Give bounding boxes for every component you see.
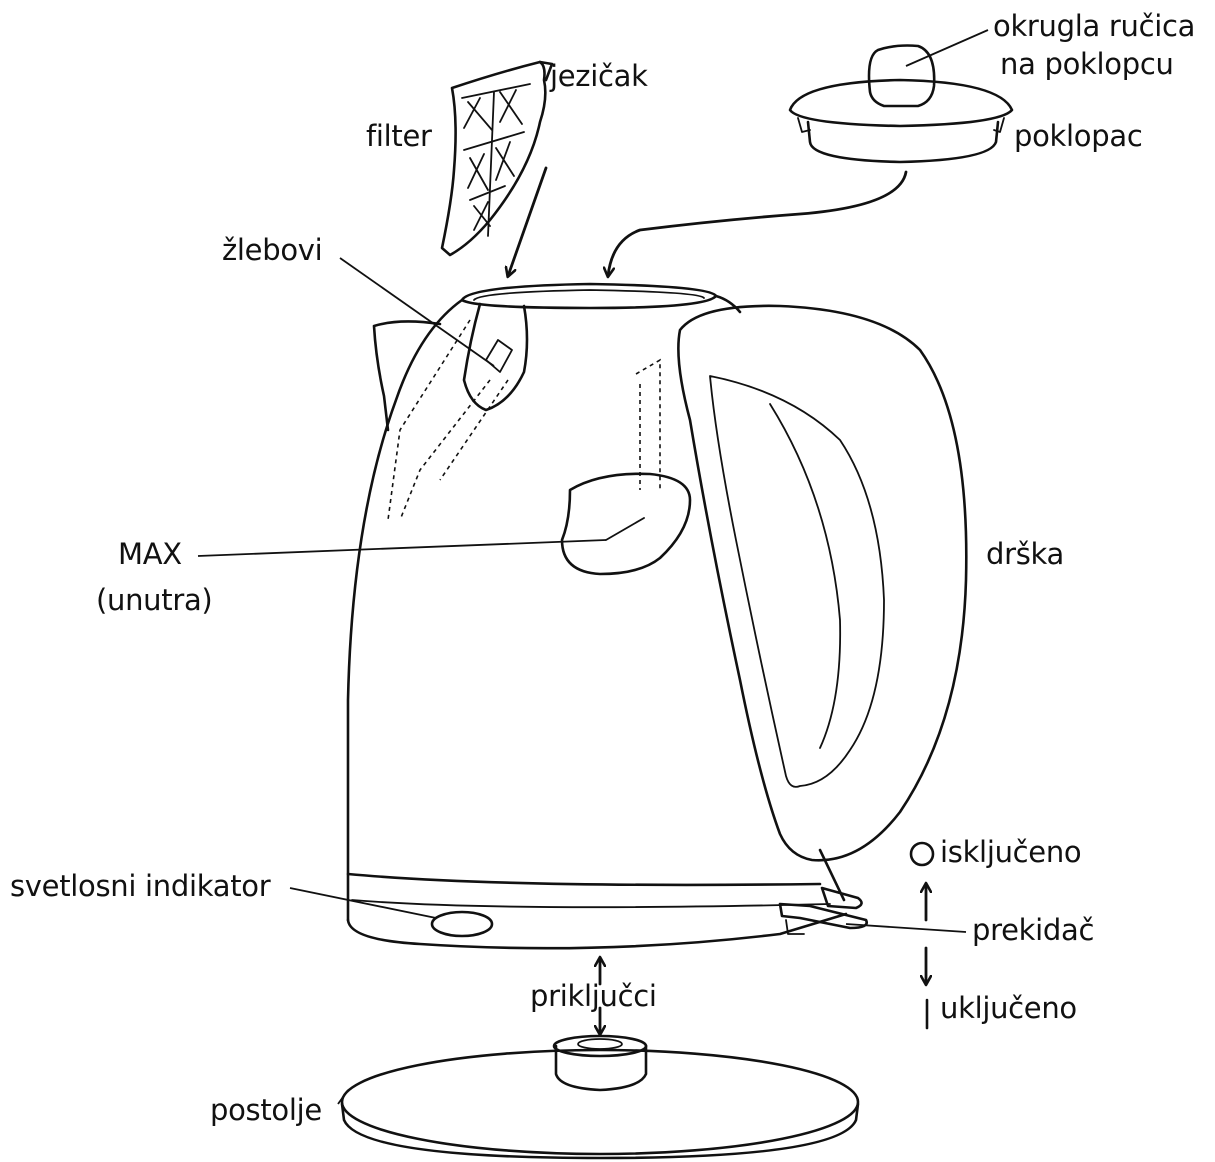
label-base: postolje xyxy=(210,1093,322,1127)
label-lid: poklopac xyxy=(1014,119,1143,153)
leader-switch xyxy=(845,923,967,933)
label-off: isključeno xyxy=(940,835,1082,869)
label-tab: jezičak xyxy=(550,59,648,93)
label-max: MAX xyxy=(118,537,182,571)
leader-grooves xyxy=(339,257,495,367)
label-indicator-light: svetlosni indikator xyxy=(10,869,271,903)
base-part xyxy=(340,1034,860,1160)
leader-max xyxy=(197,539,607,557)
label-max-inside: (unutra) xyxy=(96,583,213,617)
leader-indicator xyxy=(289,887,437,919)
label-connectors: priključci xyxy=(530,979,657,1013)
label-lid-knob-line2: na poklopcu xyxy=(1000,47,1174,81)
leader-base xyxy=(337,1089,349,1105)
label-on: uključeno xyxy=(940,991,1077,1025)
lid-part xyxy=(788,44,1014,164)
label-switch: prekidač xyxy=(972,913,1095,947)
label-handle: drška xyxy=(986,537,1064,571)
label-filter: filter xyxy=(366,119,432,153)
kettle-body xyxy=(346,282,868,950)
handle-part xyxy=(677,304,968,862)
leader-lid-knob xyxy=(905,29,989,67)
filter-insert-arrow xyxy=(508,166,548,276)
off-symbol-icon xyxy=(909,841,935,867)
lid-insert-arrow xyxy=(608,170,908,276)
filter-part xyxy=(440,60,554,257)
label-lid-knob-line1: okrugla ručica xyxy=(993,9,1196,43)
label-grooves: žlebovi xyxy=(222,233,323,267)
indicator-light-shape xyxy=(430,910,494,938)
